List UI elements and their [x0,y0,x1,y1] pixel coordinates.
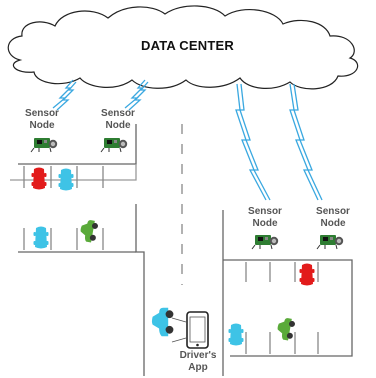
signal-lines [171,317,187,343]
sensor-node-icon [316,234,344,250]
wireless-link-left-2 [124,79,149,111]
data-center-cloud-icon [7,5,359,90]
car-icon [58,168,74,191]
sensor-node-icon [100,137,128,153]
car-icon [228,323,244,346]
car-icon [31,167,47,190]
parking-spots-upper-left [23,166,104,250]
car-icon [78,218,99,244]
car-icon [151,307,174,337]
sensor-node-icon [30,137,58,153]
car-icon [33,226,49,249]
data-center-title: DATA CENTER [141,38,234,53]
wireless-link-right-1 [235,83,271,201]
wireless-link-right-2 [289,83,323,201]
parking-spots-right [245,262,319,354]
sensor-node-icon [251,234,279,250]
smartphone-icon [186,311,209,349]
car-icon [299,263,315,286]
wireless-link-left-1 [52,79,77,111]
parking-lot-outline [10,124,353,376]
car-icon [275,316,296,342]
